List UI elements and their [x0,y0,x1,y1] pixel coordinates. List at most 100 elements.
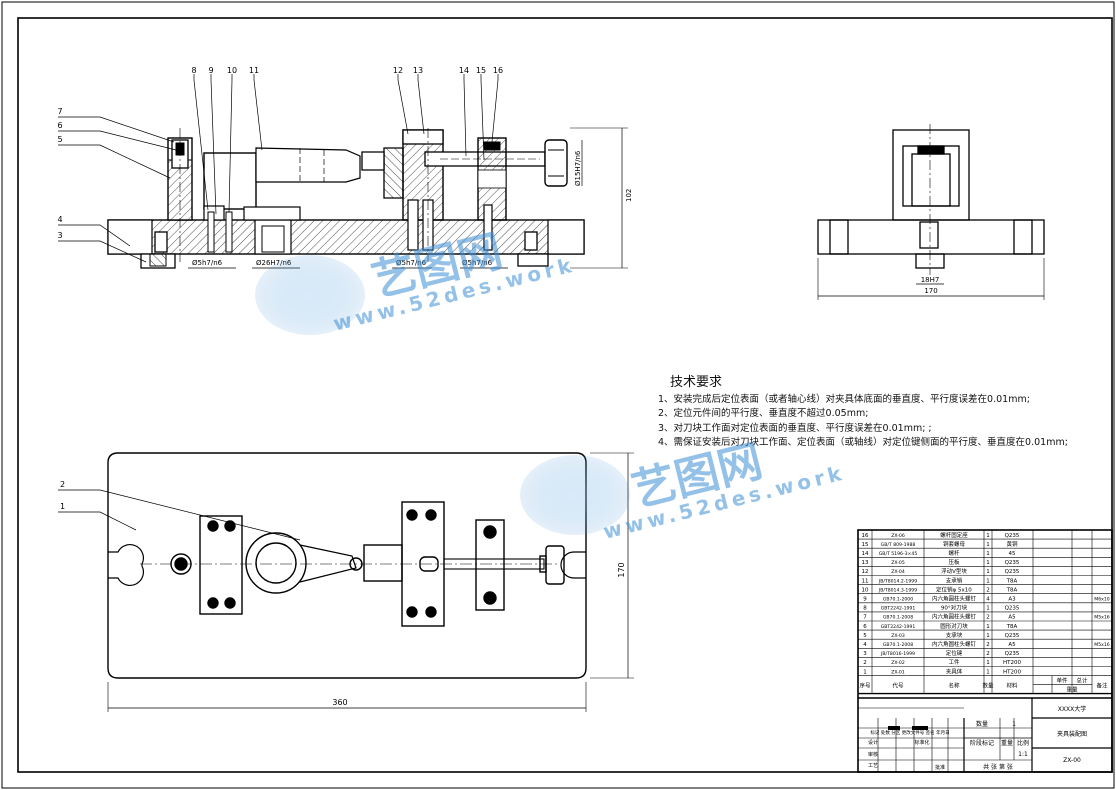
fit-label-4: Ø5h7/n6 [462,259,493,267]
side-dim-labels: 18H7 170 [921,276,940,295]
stage-label: 阶段标记 [970,739,994,747]
bom-row-1-material: HT200 [1003,669,1021,675]
bom-head-unit: 单件 [1056,677,1068,685]
bom-row-16-code: ZX-06 [891,533,905,539]
callout-4: 4 [57,215,62,224]
bom-row-14-qty: 1 [986,551,990,557]
bom-row-13-material: Q235 [1005,560,1020,566]
bom-row-6-no: 6 [863,624,867,630]
dim-plan-length: 360 [332,698,347,707]
approve-label: 批准 [935,764,945,771]
plan-labels: 2 1 360 170 [60,480,626,707]
bom-row-13-code: ZX-05 [891,560,905,566]
std-label: 标准化 [914,739,929,746]
plan-support-block [199,515,243,615]
bom-head-weight: 重量 [1066,686,1078,694]
bom-row-16-qty: 1 [986,533,990,539]
callout-5: 5 [57,135,62,144]
bom-row-3-no: 3 [863,651,867,657]
bom-head-total: 总计 [1076,677,1088,685]
bom-row-5-name: 支承块 [946,631,963,639]
bom-row-1-qty: 1 [986,669,990,675]
plan-workpiece-boss [245,532,307,594]
bom-row-1-no: 1 [863,669,867,675]
bom-row-3-qty: 2 [986,651,990,657]
bom-row-8-code: GBT2242-1991 [881,606,916,612]
bom-row-8-no: 8 [863,606,867,612]
technical-requirements: 技术要求 1、安装完成后定位表面（或者轴心线）对夹具体底面的垂直度、平行度误差在… [658,375,1078,451]
bom-row-7-material: A5 [1008,615,1016,621]
bom-head-code: 代号 [892,682,904,690]
side-base [817,219,1045,255]
bom-row-12-name: 浮动V型块 [941,567,967,575]
workpiece-section [255,147,361,183]
qty-label: 数量 [976,720,988,728]
dim-front-height: 102 [625,189,633,202]
ratio-value: 1:1 [1018,751,1028,758]
bom-row-9-code: GB70.1-2000 [883,597,913,603]
bom-row-5-material: Q235 [1005,633,1020,639]
callout-2: 2 [60,480,65,489]
callout-1: 1 [60,502,65,511]
design-label: 设计 [868,739,878,746]
bom-row-10-code: JB/T8014.3-1999 [878,587,917,593]
callout-13: 13 [413,66,423,75]
sheets-label: 共 张 第 张 [983,763,1013,771]
bom-row-4-name: 内六角圆柱头螺钉 [932,640,977,648]
drawing-code: ZX-00 [1063,757,1081,764]
fit-label-5: Ø15H7/n6 [574,150,582,186]
bom-row-10-qty: 2 [986,587,990,593]
bom-row-14-name: 螺杆 [948,549,960,557]
bom-row-13-no: 13 [862,560,869,566]
title-block-text: XXXX大学 夹具装配图 ZX-00 数量 1 阶段标记 重量 比例 1:1 共… [868,705,1087,771]
bom-row-9-qty: 4 [986,597,990,603]
bom-row-16-no: 16 [862,533,869,539]
callout-14: 14 [459,66,469,75]
tech-item-1: 1、安装完成后定位表面（或者轴心线）对夹具体底面的垂直度、平行度误差在0.01m… [658,393,1030,405]
bom-row-7-code: GB70.1-2008 [883,615,913,621]
bom-row-9-name: 内六角圆柱头螺钉 [932,595,977,603]
bom-row-6-qty: 1 [986,624,990,630]
callout-3: 3 [57,231,62,240]
bom-row-5-qty: 1 [986,633,990,639]
bom-row-10-no: 10 [862,587,869,593]
bom-row-9-no: 9 [863,597,867,603]
handle-knob [544,139,568,187]
callout-10: 10 [227,66,237,75]
bom-row-4-material: A5 [1008,642,1016,648]
callout-12: 12 [393,66,403,75]
dim-plan-height: 170 [617,562,626,577]
tech-item-2: 2、定位元件间的平行度、垂直度不超过0.05mm; [658,408,869,419]
front-leaders [58,74,499,263]
bom-head-note: 备注 [1096,682,1108,690]
bom-row-8-name: 90°对刀块 [941,604,968,612]
bom-row-12-no: 12 [862,569,869,575]
bom-row-12-code: ZX-04 [891,569,905,575]
ratio-label: 比例 [1017,739,1029,747]
bom-head-qty: 数量 [982,682,994,690]
callout-15: 15 [476,66,486,75]
bom-row-14-no: 14 [862,551,869,557]
front-callout-labels: 8 9 10 11 12 13 14 15 16 7 6 5 4 3 [57,66,503,240]
bom-row-5-no: 5 [863,633,867,639]
callout-8: 8 [191,66,196,75]
bom-row-3-code: JB/T8016-1999 [880,651,915,657]
bom-row-6-material: T8A [1006,624,1018,630]
bom-row-11-code: JB/T8014.2-1999 [878,578,917,584]
bom-row-3-material: Q235 [1005,651,1020,657]
process-label: 工艺 [868,763,878,769]
bom-row-15-name: 铜套螺母 [943,540,966,548]
fit-labels: Ø5h7/n6 Ø26H7/n6 Ø5h7/n6 Ø5h7/n6 Ø15H7/n… [192,150,633,267]
bom-row-15-material: 黄铜 [1006,540,1018,548]
bom-row-4-code: GB70.1-2008 [883,642,913,648]
weight-label: 重量 [1001,739,1013,747]
tech-item-3: 3、对刀块工作面对定位表面的垂直度、平行度误差在0.01mm; ; [658,422,932,434]
bom-row-6-code: GBT2242-1991 [881,624,916,630]
front-section-view [107,127,628,269]
school-name: XXXX大学 [1058,705,1086,713]
bom-row-7-note: M5x16 [1094,615,1110,621]
base-plate [107,219,585,255]
drawing-name: 夹具装配图 [1057,730,1087,738]
